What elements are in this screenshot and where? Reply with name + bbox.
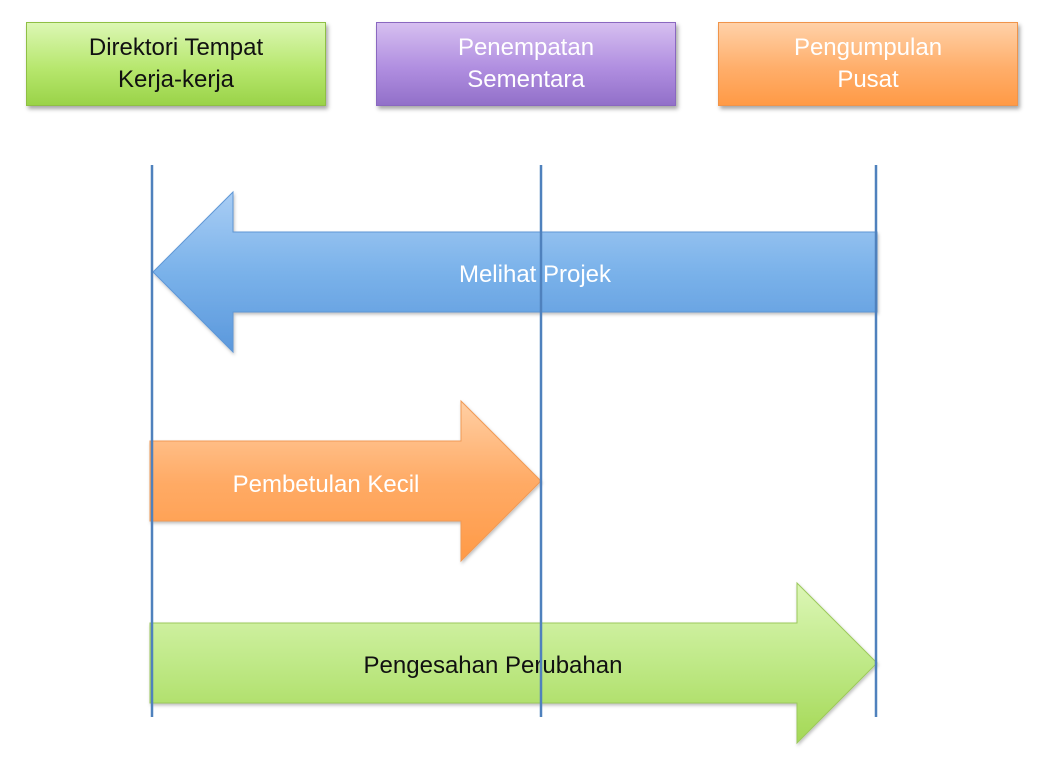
- checkout-arrow: Melihat Projek: [152, 190, 878, 354]
- staging-area-label-line1: Penempatan: [457, 34, 595, 61]
- checkout-arrow-shape: [152, 190, 878, 354]
- repository-box: Pengumpulan Pusat: [718, 22, 1018, 106]
- commit-arrow-shape: [149, 581, 878, 745]
- repository-label-line1: Pengumpulan: [793, 34, 943, 61]
- working-directory-label-line2: Kerja-kerja: [117, 66, 235, 93]
- stage-arrow-shape: [149, 399, 542, 563]
- commit-arrow: Pengesahan Perubahan: [149, 581, 878, 745]
- staging-area-box: Penempatan Sementara: [376, 22, 676, 106]
- checkout-arrow-label: Melihat Projek: [459, 261, 612, 288]
- repository-label-line2: Pusat: [837, 66, 899, 93]
- stage-arrow: Pembetulan Kecil: [149, 399, 542, 563]
- working-directory-box: Direktori Tempat Kerja-kerja: [26, 22, 326, 106]
- commit-arrow-label: Pengesahan Perubahan: [364, 652, 623, 679]
- stage-arrow-label: Pembetulan Kecil: [233, 471, 420, 498]
- working-directory-label-line1: Direktori Tempat: [88, 34, 264, 61]
- staging-area-label-line2: Sementara: [467, 66, 585, 93]
